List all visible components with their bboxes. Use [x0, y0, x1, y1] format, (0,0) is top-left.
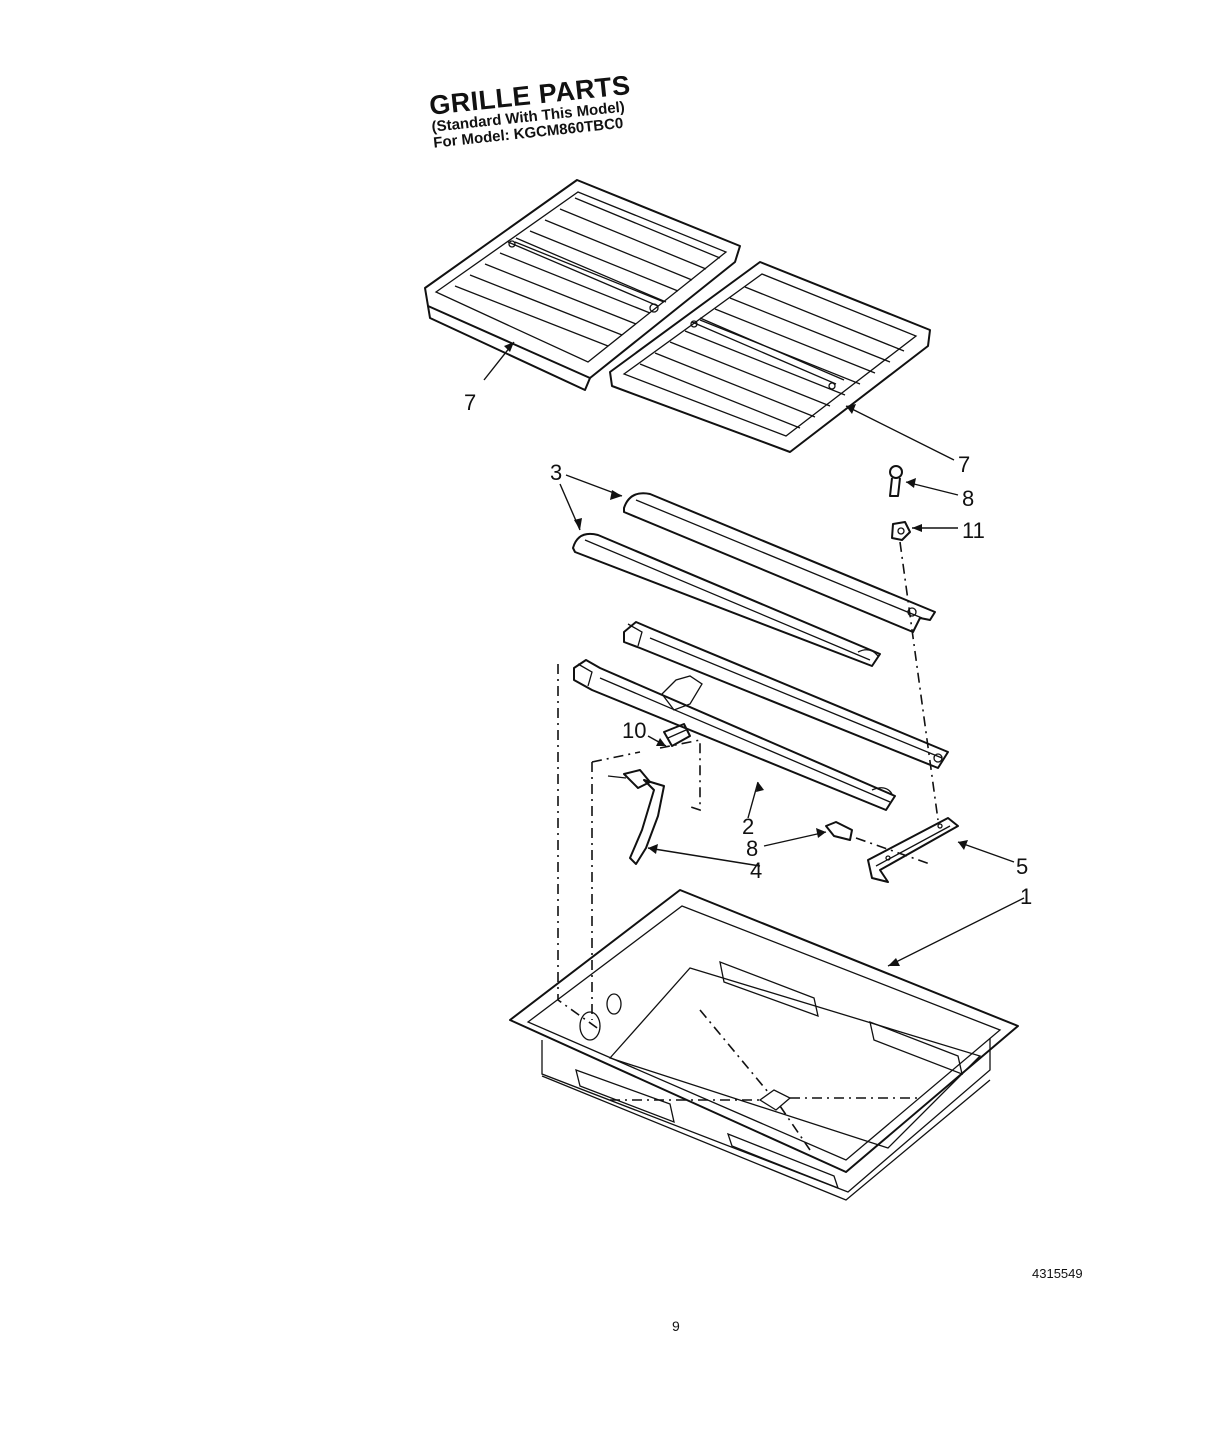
leader-4: [647, 847, 761, 867]
mounting-bracket: [867, 817, 959, 883]
callout-7-right: 7: [958, 452, 970, 477]
callout-1: 1: [1020, 884, 1032, 909]
screw-bottom: [825, 821, 853, 841]
callout-8-top: 8: [962, 486, 974, 511]
callout-5: 5: [1016, 854, 1028, 879]
leader-7-right: [845, 405, 955, 461]
nut: [891, 521, 911, 541]
nut-dash-line: [899, 541, 939, 821]
igniter-bracket: [663, 723, 691, 747]
document-number: 4315549: [1032, 1266, 1083, 1281]
upper-burner-tube: [623, 621, 949, 769]
upper-reflector: [623, 492, 936, 633]
burner-dash-line: [557, 664, 601, 1031]
callout-8-bottom: 8: [746, 836, 758, 861]
left-grill-grate: [424, 179, 741, 391]
callout-10: 10: [622, 718, 646, 743]
igniter: [607, 769, 665, 865]
leader-8-bottom: [763, 831, 827, 847]
leader-5: [957, 841, 1015, 863]
page-number: 9: [672, 1318, 680, 1334]
callout-2: 2: [742, 814, 754, 839]
leader-1: [887, 897, 1025, 967]
screw-top: [889, 465, 903, 497]
right-grill-grate: [609, 261, 931, 453]
burner-box: [509, 889, 1019, 1201]
callout-3: 3: [550, 460, 562, 485]
callout-11: 11: [962, 518, 985, 543]
callout-7-left: 7: [464, 390, 476, 415]
lower-reflector: [572, 532, 881, 667]
igniter-dash-box: [591, 739, 701, 1020]
lower-burner-tube: [573, 659, 896, 811]
callout-4: 4: [750, 858, 762, 883]
leader-2: [747, 781, 759, 819]
